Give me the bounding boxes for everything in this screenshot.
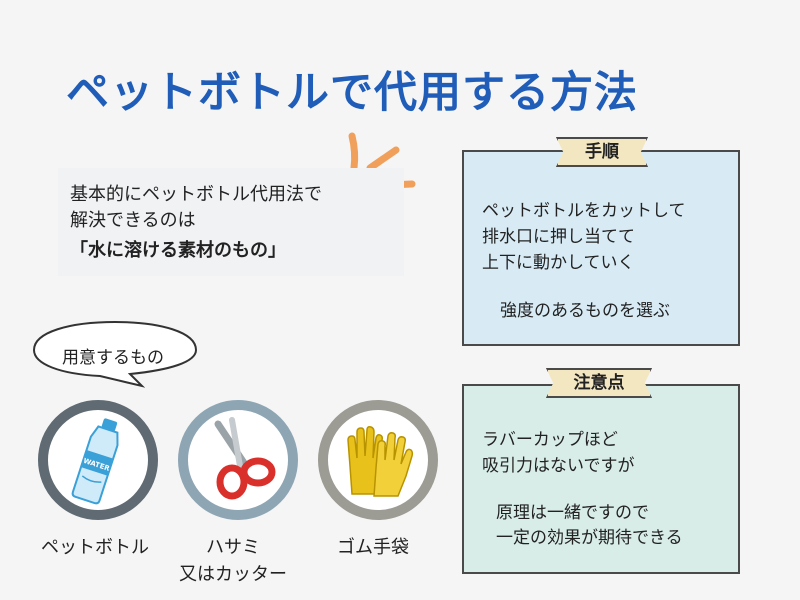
steps-line-3: 上下に動かしていく — [482, 253, 635, 273]
caution-tag: 注意点 — [556, 368, 642, 398]
intro-highlight: 「水に溶ける素材のもの」 — [70, 240, 286, 261]
item-label-bottle: ペットボトル — [41, 537, 149, 558]
items-heading: 用意するもの — [62, 348, 164, 368]
speech-bubble — [32, 320, 198, 388]
page-title: ペットボトルで代用する方法 — [66, 68, 638, 118]
caution-line-1: ラバーカップほど — [482, 430, 618, 450]
bottle-circle: WATER — [38, 400, 158, 520]
steps-line-1: ペットボトルをカットして — [482, 201, 686, 221]
intro-line-1: 基本的にペットボトル代用法で — [70, 184, 322, 205]
steps-line-4: 強度のあるものを選ぶ — [500, 301, 670, 321]
scissors-icon — [214, 417, 276, 500]
intro-line-2: 解決できるのは — [70, 210, 196, 231]
rubber-gloves-icon — [347, 426, 414, 497]
caution-line-3: 原理は一緒ですので — [496, 503, 649, 523]
steps-tag: 手順 — [566, 137, 638, 167]
water-bottle-icon: WATER — [71, 418, 119, 505]
item-label-scissors-alt: 又はカッター — [179, 564, 287, 585]
intro-box: 基本的にペットボトル代用法で 解決できるのは 「水に溶ける素材のもの」 — [58, 168, 404, 276]
caution-line-4: 一定の効果が期待できる — [496, 528, 683, 548]
item-label-scissors: ハサミ — [206, 537, 260, 558]
item-label-gloves: ゴム手袋 — [337, 537, 409, 558]
gloves-circle — [318, 400, 438, 520]
caution-line-2: 吸引力はないですが — [482, 456, 635, 476]
scissors-circle — [178, 400, 298, 520]
steps-line-2: 排水口に押し当てて — [482, 227, 635, 247]
